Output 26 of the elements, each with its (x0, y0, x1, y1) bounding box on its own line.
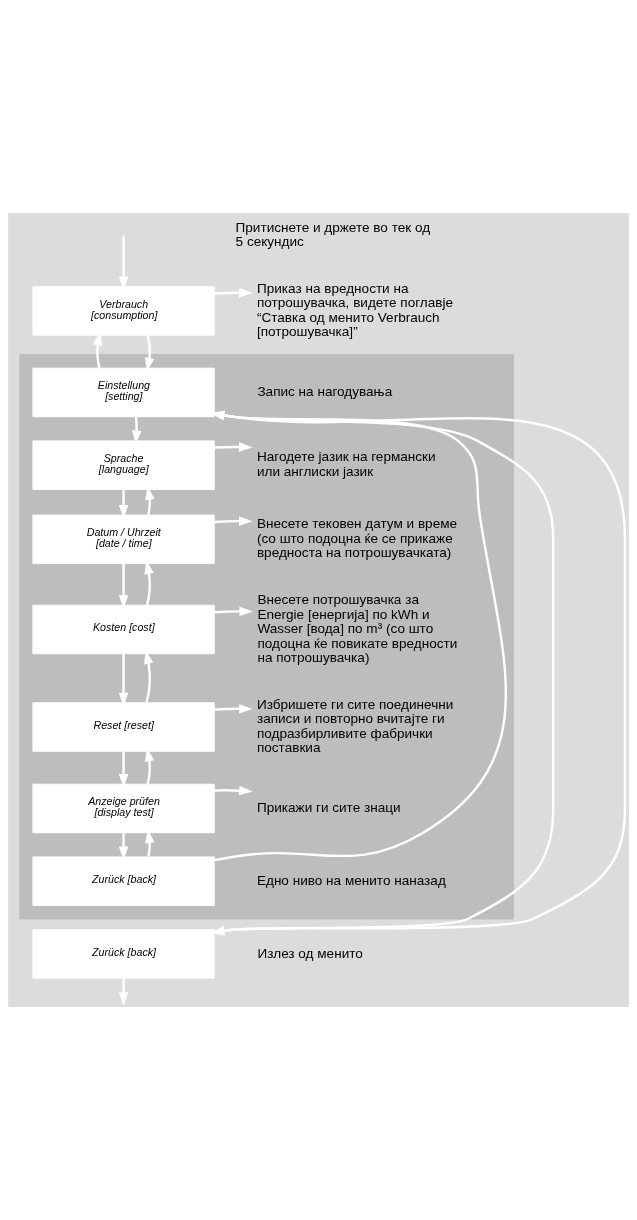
node-box: Kosten [cost] (32, 604, 215, 655)
arrow (214, 516, 253, 526)
node-box: Sprache [language] (32, 440, 215, 490)
node-text: Внесете тековен датум и време (со што подоцна ќе се прикаже вредноста на потрошувачката) (256, 516, 458, 561)
arrow (144, 335, 155, 372)
node-label: Запис на нагодувања (257, 384, 393, 399)
node-box: Verbrauch [consumption] (32, 286, 215, 336)
node-text: Избришете ги сите поединечни записи и повторно вчитајте ги подразбирливите фабрички поставкиа (256, 696, 454, 756)
node-text: Нагодете јазик на германски или англиски јазик (256, 449, 436, 480)
node-text: Внесете потрошувачка за Energie [енергија] по kWh и Wasser [вода] по m³ (со што подоцна ќе повикате вредности на потрошувачка) (257, 592, 458, 666)
arrow (214, 606, 254, 617)
arrow (214, 442, 253, 452)
node-box: Anzeige prüfen [display test] (32, 783, 215, 834)
node-box: Zurück [back] (32, 929, 215, 979)
node-text: Прикажи ги сите знаци (256, 800, 401, 816)
node-text: Приказ на вредности на потрошувачка, видете поглавје “Ставка од менито Verbrauch [потрошувачка]” (256, 280, 454, 340)
node-box: Zurück [back] (32, 856, 215, 906)
node-box: Datum / Uhrzeit [date / time] (32, 514, 215, 565)
label: Притиснете и држете во тек од 5 секундис (235, 219, 431, 250)
arrow (214, 785, 253, 796)
arrow (214, 288, 253, 298)
node-box: Einstellung [setting] (32, 367, 215, 418)
node-label: Излез од менито (257, 945, 363, 961)
node-label: Едно ниво на менито наназад (256, 872, 446, 888)
arrow (214, 704, 253, 714)
node-box: Reset [reset] (32, 702, 215, 752)
